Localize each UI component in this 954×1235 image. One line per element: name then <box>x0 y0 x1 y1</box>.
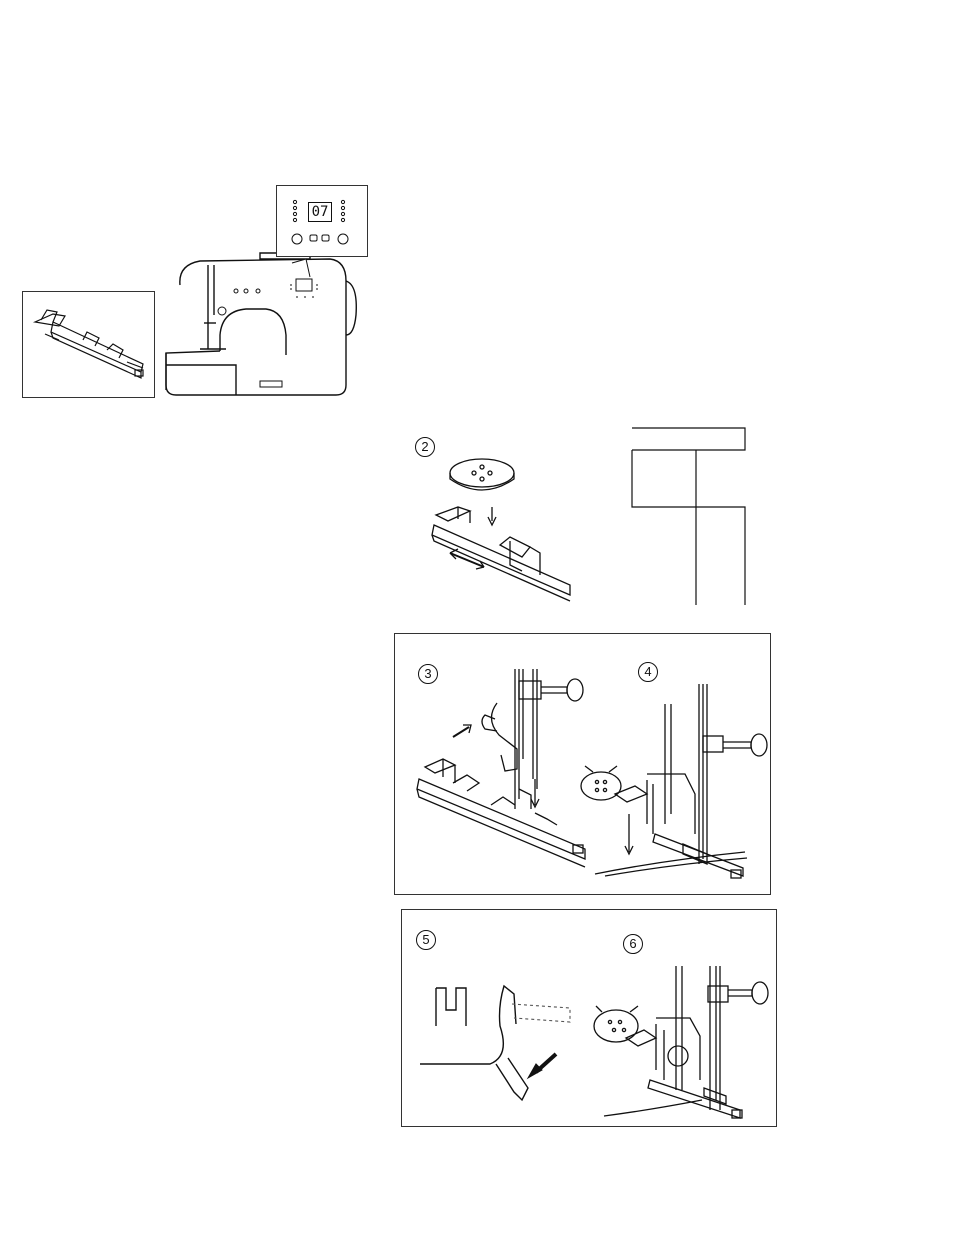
pattern-number-display: 07 <box>308 202 332 222</box>
steps-3-4-panel: 3 4 <box>394 633 771 895</box>
lower-needle-illustration <box>575 674 765 884</box>
steps-5-6-panel: 5 6 <box>401 909 777 1127</box>
button-placement-illustration <box>410 445 580 605</box>
button-sewing-foot-illustration <box>23 292 154 397</box>
sew-button-illustration <box>590 960 775 1120</box>
display-panel-callout: 07 <box>276 185 368 257</box>
bracket-diagram <box>630 425 750 610</box>
step-6-number: 6 <box>623 934 643 954</box>
step-5-number: 5 <box>416 930 436 950</box>
lever-pull-illustration <box>410 966 600 1116</box>
button-foot-inset-panel <box>22 291 155 398</box>
